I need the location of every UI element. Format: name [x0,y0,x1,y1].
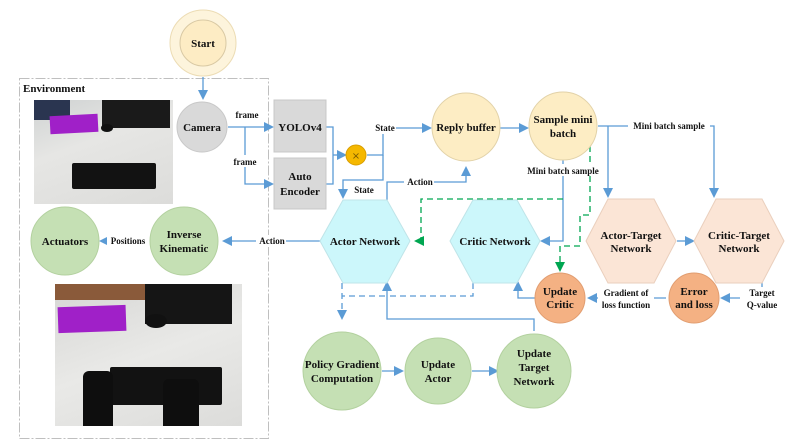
svg-text:Start: Start [191,38,215,50]
environment-photo-bottom [55,284,242,426]
critic-target-network-node: Critic-Target Network [693,198,785,284]
multiply-icon: × [352,151,360,162]
svg-text:Policy Gradient: Policy Gradient [305,359,380,371]
label-frame-2: frame [234,157,257,167]
label-mini-batch-right: Mini batch sample [633,121,705,131]
svg-text:Network: Network [514,376,556,388]
svg-text:Reply buffer: Reply buffer [436,122,496,134]
svg-text:Error: Error [680,286,707,298]
svg-text:Auto: Auto [288,171,312,183]
camera-node: Camera [176,101,228,153]
edge-yolo-multiply [326,126,334,185]
edge-state-actor [338,155,384,199]
multiply-node: × [345,144,367,166]
svg-text:Kinematic: Kinematic [160,243,209,255]
label-action-top: Action [407,177,433,187]
autoencoder-node: Auto Encoder [273,157,327,210]
svg-text:Update: Update [517,348,551,360]
edge-sample-actor-green [414,198,563,246]
label-action-left: Action [259,236,285,246]
svg-text:Inverse: Inverse [167,229,202,241]
svg-text:batch: batch [550,128,576,140]
inverse-kinematic-node: Inverse Kinematic [149,206,219,276]
label-state-left: State [354,185,374,195]
edge-camera-autoencoder [244,127,274,189]
svg-text:Target: Target [519,362,550,374]
actor-network-node: Actor Network [319,199,411,284]
label-gradient-loss-1: Gradient of [604,288,650,298]
svg-text:Camera: Camera [183,122,221,134]
label-state-top: State [375,123,395,133]
svg-text:Update: Update [543,286,577,298]
svg-text:Actor-Target: Actor-Target [601,230,662,242]
edge-sample-updatecritic-green [555,126,591,272]
label-positions: Positions [111,236,146,246]
yolov4-node: YOLOv4 [273,99,327,153]
edge-multiply-state [367,123,432,156]
svg-text:and loss: and loss [675,299,713,311]
error-loss-node: Error and loss [668,272,720,324]
edge-sample-targets [598,125,719,198]
svg-text:Network: Network [719,243,761,255]
reply-buffer-node: Reply buffer [431,92,501,162]
svg-text:Critic-Target: Critic-Target [708,230,770,242]
update-target-network-node: Update Target Network [496,333,572,409]
edge-labels: frame frame State State Action Action Po… [107,108,784,311]
sample-mini-batch-node: Sample mini batch [528,91,598,161]
svg-text:YOLOv4: YOLOv4 [278,122,322,134]
label-gradient-loss-2: loss function [602,300,650,310]
edge-updatecritic-critic [513,281,535,299]
label-mini-batch-down: Mini batch sample [527,166,599,176]
actor-target-network-node: Actor-Target Network [585,198,677,284]
edge-updatetarget-actor [382,281,535,331]
update-critic-node: Update Critic [534,272,586,324]
label-frame-1: frame [236,110,259,120]
svg-text:Network: Network [611,243,653,255]
edge-critic-policy-dashed [342,283,474,297]
label-target-q-1: Target [749,288,774,298]
svg-text:Computation: Computation [311,373,373,385]
svg-text:Actuators: Actuators [42,236,89,248]
environment-title: Environment [23,83,85,95]
svg-text:Encoder: Encoder [280,186,320,198]
environment-box [19,78,269,439]
start-node: Start [169,9,237,77]
svg-text:Actor Network: Actor Network [330,236,401,248]
svg-text:Actor: Actor [425,373,452,385]
svg-text:Update: Update [421,359,455,371]
svg-text:Sample mini: Sample mini [534,114,593,126]
edge-sample-critic [540,160,564,246]
label-target-q-2: Q-value [747,300,778,310]
svg-text:Critic Network: Critic Network [459,236,531,248]
svg-text:Critic: Critic [546,299,574,311]
policy-gradient-node: Policy Gradient Computation [302,331,382,411]
critic-network-node: Critic Network [449,199,541,284]
update-actor-node: Update Actor [404,337,472,405]
actuators-node: Actuators [30,206,100,276]
environment-photo-top [34,100,173,204]
